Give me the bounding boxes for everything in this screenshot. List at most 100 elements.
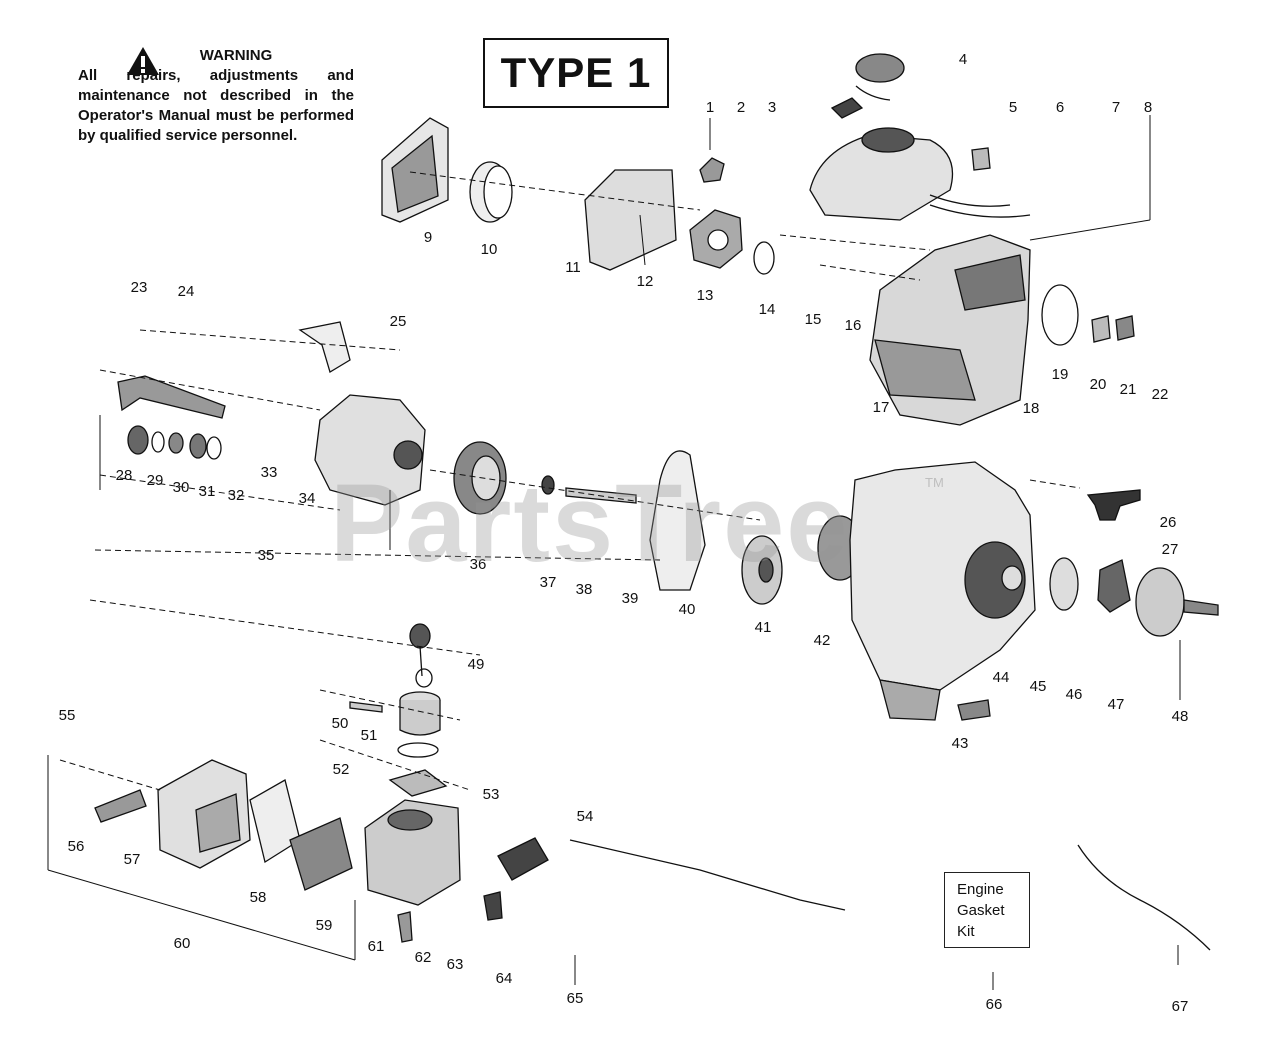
engine-housing-shape	[869, 234, 1031, 426]
part-number-label: 18	[1023, 400, 1040, 417]
cover-tab-shape	[957, 699, 991, 721]
part-number-label: 29	[147, 472, 164, 489]
part-number-label: 36	[470, 556, 487, 573]
stop-wire-shape	[1077, 844, 1211, 951]
starter-pulley-shape	[741, 535, 783, 605]
part-number-label: 16	[845, 317, 862, 334]
fuel-line-shape	[929, 194, 1031, 218]
part-number-label: 32	[228, 487, 245, 504]
tank-neck-shape	[861, 127, 915, 153]
ignition-coil-shape	[497, 837, 549, 881]
part-number-label: 57	[124, 851, 141, 868]
part-number-label: 37	[540, 574, 557, 591]
part-number-label: 49	[468, 656, 485, 673]
part-number-label: 23	[131, 279, 148, 296]
part-number-label: 30	[173, 479, 190, 496]
warning-title: WARNING	[199, 47, 273, 64]
part-number-label: 24	[178, 283, 195, 300]
part-number-label: 35	[258, 547, 275, 564]
gasket-ring-shape	[1041, 284, 1079, 346]
crankcase-shape	[314, 394, 426, 506]
air-filter-shape	[469, 161, 513, 223]
cooling-plate-shape	[289, 817, 353, 891]
part-number-label: 42	[814, 632, 831, 649]
piston-shape	[399, 691, 441, 736]
part-number-label: 44	[993, 669, 1010, 686]
part-number-label: 19	[1052, 366, 1069, 383]
part-number-label: 67	[1172, 998, 1189, 1015]
part-number-label: 12	[637, 273, 654, 290]
part-number-label: 59	[316, 917, 333, 934]
part-number-label: 14	[759, 301, 776, 318]
warning-triangle-icon	[127, 47, 159, 75]
part-number-label: 45	[1030, 678, 1047, 695]
part-number-label: 61	[368, 938, 385, 955]
primer-bulb-shape	[699, 157, 725, 183]
starter-housing-shape	[849, 461, 1036, 721]
part-number-label: 6	[1056, 99, 1064, 116]
muffler-shape	[157, 759, 251, 869]
part-number-label: 22	[1152, 386, 1169, 403]
mount-bracket-shape	[298, 321, 351, 373]
bearing-set-shape	[127, 425, 222, 460]
part-number-label: 17	[873, 399, 890, 416]
engine-gasket-kit-label: Engine Gasket Kit	[944, 872, 1030, 948]
part-number-label: 25	[390, 313, 407, 330]
fuel-cap-shape	[830, 53, 905, 119]
type-label: TYPE 1	[483, 38, 669, 108]
part-number-label: 31	[199, 483, 216, 500]
spark-plug-shape	[397, 911, 413, 943]
part-number-label: 26	[1160, 514, 1177, 531]
starter-handle-shape	[1086, 489, 1141, 521]
connecting-rod-shape	[409, 623, 433, 688]
part-number-label: 46	[1066, 686, 1083, 703]
fuel-tank-shape	[809, 134, 954, 221]
carburetor-shape	[689, 209, 743, 269]
part-number-label: 7	[1112, 99, 1120, 116]
part-number-label: 9	[424, 229, 432, 246]
spacer-shape	[1091, 315, 1111, 343]
part-number-label: 5	[1009, 99, 1017, 116]
part-number-label: 53	[483, 786, 500, 803]
clutch-shape	[1097, 559, 1131, 613]
piston-ring-shape	[397, 742, 439, 758]
part-number-label: 65	[567, 990, 584, 1007]
warning-notice: WARNING All repairs, adjustments and mai…	[78, 46, 354, 146]
cylinder-gasket-shape	[388, 769, 448, 797]
part-number-label: 58	[250, 889, 267, 906]
disc-shape	[1049, 557, 1079, 611]
part-number-label: 40	[679, 601, 696, 618]
part-number-label: 39	[622, 590, 639, 607]
part-number-label: 66	[986, 996, 1003, 1013]
shroud-shape	[649, 450, 706, 591]
part-number-label: 15	[805, 311, 822, 328]
part-number-label: 41	[755, 619, 772, 636]
part-number-label: 60	[174, 935, 191, 952]
part-number-label: 51	[361, 727, 378, 744]
part-number-label: 21	[1120, 381, 1137, 398]
part-number-label: 8	[1144, 99, 1152, 116]
part-number-label: 47	[1108, 696, 1125, 713]
part-number-label: 52	[333, 761, 350, 778]
part-number-label: 48	[1172, 708, 1189, 725]
part-number-label: 1	[706, 99, 714, 116]
part-number-label: 10	[481, 241, 498, 258]
part-number-label: 64	[496, 970, 513, 987]
plate-shape	[1115, 315, 1135, 341]
part-number-label: 50	[332, 715, 349, 732]
clutch-drum-shape	[1135, 567, 1219, 637]
spark-boot-shape	[483, 891, 503, 921]
muffler-gasket-shape	[94, 789, 147, 823]
trademark-mark: TM	[925, 475, 944, 490]
air-filter-cover-shape	[381, 117, 449, 223]
part-number-label: 55	[59, 707, 76, 724]
part-number-label: 43	[952, 735, 969, 752]
part-number-label: 34	[299, 490, 316, 507]
crankshaft-shape	[117, 375, 226, 419]
throttle-cable-shape	[569, 839, 846, 911]
part-number-label: 33	[261, 464, 278, 481]
part-number-label: 28	[116, 467, 133, 484]
part-number-label: 3	[768, 99, 776, 116]
